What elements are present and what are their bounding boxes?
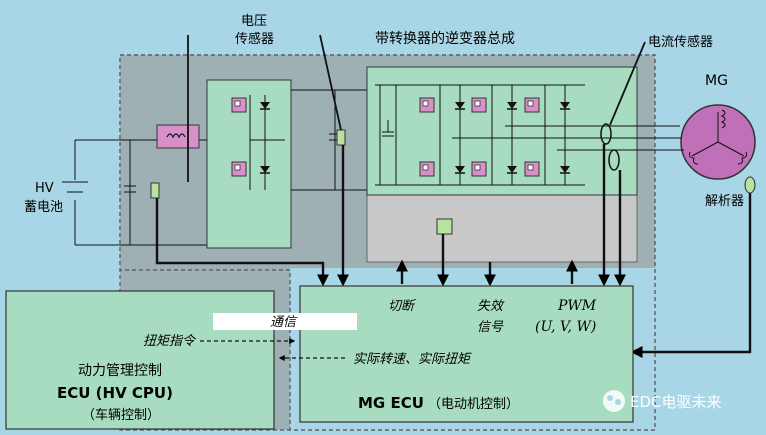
cutoff-label: 切断 [388, 299, 416, 314]
resolver-label: 解析器 [705, 194, 744, 209]
voltage-sensor-left [150, 182, 160, 199]
power-mgmt-title: 动力管理控制 [78, 363, 162, 379]
watermark-text: EDC电驱未来 [630, 393, 722, 411]
battery-label: 蓄电池 [24, 200, 63, 215]
actual-values-label: 实际转速、实际扭矩 [353, 351, 472, 367]
reactor [156, 124, 200, 149]
mg-ecu-subtitle: （电动机控制） [428, 397, 519, 412]
inverter-block [366, 66, 638, 196]
power-mgmt-sub: （车辆控制） [82, 407, 160, 423]
assembly-dashed-border [119, 54, 656, 431]
mg-label: MG [705, 73, 728, 89]
voltage-sensor-leader [187, 34, 342, 182]
mg-ecu-title: MG ECU [358, 394, 424, 412]
resolver-connector [744, 176, 756, 194]
voltage-sensor-label-1: 电压 [241, 14, 267, 29]
power-mgmt-ecu: ECU (HV CPU) [57, 384, 173, 402]
signal-lines [155, 144, 752, 358]
comm-label-box [213, 313, 357, 330]
mg-ecu-block [299, 285, 634, 423]
current-sensor-label: 电流传感器 [648, 34, 713, 50]
converter-block [206, 79, 292, 249]
torque-command-label: 扭矩指令 [143, 334, 197, 349]
assembly-title: 带转换器的逆变器总成 [375, 30, 515, 47]
temp-sensor [436, 218, 453, 235]
hv-label: HV [35, 181, 54, 196]
current-sensor-leader [609, 41, 646, 126]
fail-signal-label-2: 信号 [477, 320, 504, 335]
voltage-sensor-right [336, 129, 346, 146]
pwm-label: PWM [557, 298, 597, 314]
watermark: EDC电驱未来 [603, 390, 722, 412]
comm-label: 通信 [270, 315, 298, 330]
fail-signal-label-1: 失效 [477, 299, 505, 314]
voltage-sensor-label-2: 传感器 [235, 31, 274, 47]
pwm-phases-label: (U, V, W) [535, 319, 596, 335]
